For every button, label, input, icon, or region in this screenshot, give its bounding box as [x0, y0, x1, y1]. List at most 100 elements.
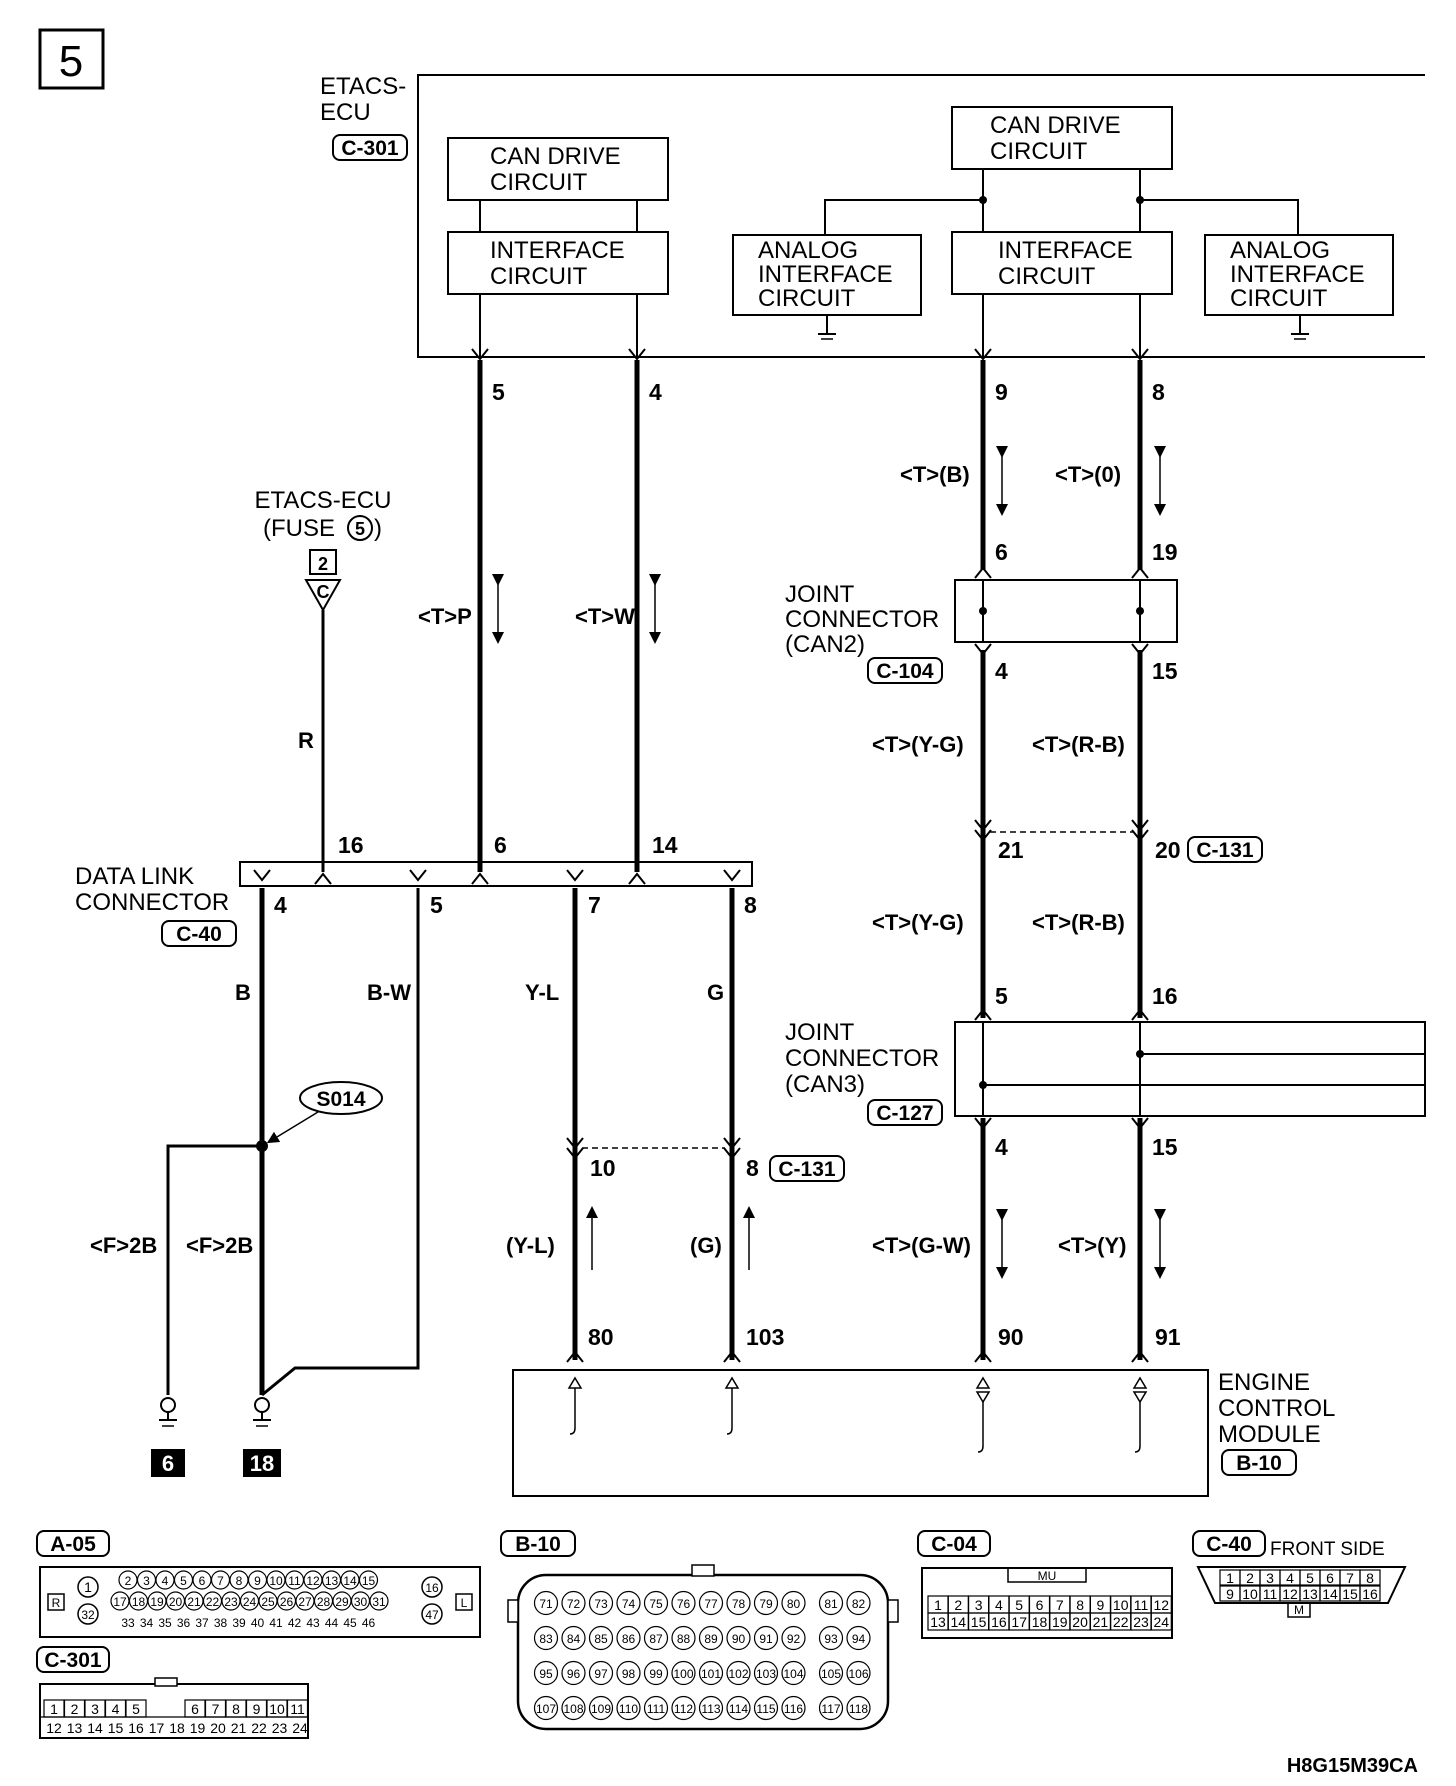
c04-pin: 18	[1032, 1614, 1048, 1630]
pin-cell	[781, 1625, 806, 1651]
c40-pin: 3	[1266, 1570, 1274, 1586]
c04-pin: 21	[1093, 1614, 1109, 1630]
view-c04-label: C-04	[931, 1533, 977, 1556]
pin-cell	[781, 1590, 806, 1616]
engine-control-module: ENGINE CONTROL MODULE B-10	[512, 1350, 1335, 1497]
a05-pin: 33	[121, 1616, 135, 1630]
b10-pin: 89	[704, 1632, 718, 1646]
can-drive-left-1: CAN DRIVE	[490, 143, 621, 170]
b10-pin: 73	[594, 1597, 608, 1611]
pin-cell	[643, 1660, 669, 1686]
c40-pin: 7	[1346, 1570, 1354, 1586]
b10-pin: 107	[536, 1702, 556, 1716]
pin-cell	[726, 1625, 751, 1651]
wire-code-g: G	[707, 980, 724, 1005]
b10-pin: 77	[704, 1597, 718, 1611]
c40-pin: 5	[1306, 1570, 1314, 1586]
b10-pin: 93	[824, 1632, 838, 1646]
wire-code-ty: <T>(Y)	[1058, 1233, 1126, 1258]
pin-cell	[671, 1590, 696, 1616]
c40-pin: 13	[1302, 1586, 1318, 1602]
page-number-box: 5	[38, 28, 105, 90]
b10-pin: 116	[784, 1702, 803, 1716]
pin-cell	[726, 1660, 751, 1686]
view-a05-pin-1: 1	[84, 1579, 92, 1595]
a05-pin: 2	[125, 1574, 132, 1588]
c301-pin: 11	[290, 1701, 305, 1717]
pin-cell	[561, 1590, 586, 1616]
interface-left-2: CIRCUIT	[490, 263, 588, 290]
b10-pin: 92	[787, 1632, 801, 1646]
b10-pin: 81	[824, 1597, 838, 1611]
pin-cell	[616, 1625, 641, 1651]
a05-pin: 20	[169, 1595, 183, 1609]
ground-label-6: 6	[162, 1451, 174, 1476]
etacs-ecu: ETACS- ECU C-301 CAN DRIVE CIRCUIT INTER…	[320, 73, 1425, 358]
b10-pin: 99	[649, 1667, 663, 1681]
interface-right-1: INTERFACE	[998, 237, 1133, 264]
pin-cell	[671, 1660, 696, 1686]
pin-cell	[726, 1590, 751, 1616]
view-b10-label: B-10	[515, 1533, 561, 1556]
pin-cell	[643, 1695, 669, 1721]
pin-cell	[1359, 1585, 1381, 1602]
pin-cell	[286, 1699, 309, 1718]
ecm-label-2: CONTROL	[1218, 1395, 1335, 1422]
pin-cell	[616, 1660, 641, 1686]
pin-cell	[533, 1695, 559, 1721]
c04-pin: 1	[934, 1597, 942, 1613]
c40-pin: 15	[1342, 1586, 1358, 1602]
jc3-label-3: (CAN3)	[785, 1071, 865, 1098]
wires	[166, 360, 1143, 1397]
jc2-label-2: CONNECTOR	[785, 606, 939, 633]
etacs-title-1: ETACS-	[320, 73, 406, 100]
b10-pin: 106	[848, 1667, 868, 1681]
b10-pin: 85	[594, 1632, 608, 1646]
pin-cell	[846, 1590, 871, 1616]
a05-pin: 12	[306, 1574, 320, 1588]
a05-pin: 40	[251, 1616, 265, 1630]
b10-pin: 103	[756, 1667, 776, 1681]
c301-pin: 20	[210, 1720, 226, 1736]
b10-pin: 88	[677, 1632, 691, 1646]
c40-pin: 16	[1362, 1586, 1378, 1602]
c04-pin: 16	[991, 1614, 1007, 1630]
pin-cell	[818, 1625, 844, 1651]
wire-code-bw: B-W	[367, 980, 411, 1005]
pin-dlc-4: 4	[274, 892, 287, 918]
c301-pin: 6	[191, 1701, 199, 1717]
wire-code-tyg-1: <T>(Y-G)	[872, 732, 964, 757]
b10-pin: 96	[567, 1667, 581, 1681]
c40-pin: 8	[1366, 1570, 1374, 1586]
pin-jc2-in-l: 6	[995, 539, 1008, 565]
view-c40-caption: FRONT SIDE	[1270, 1539, 1385, 1560]
pin-cell	[616, 1695, 641, 1721]
pin-cell	[818, 1590, 844, 1616]
splice-label: S014	[316, 1088, 365, 1111]
b10-pin: 97	[594, 1667, 608, 1681]
pin-ecm-90: 90	[998, 1324, 1024, 1350]
b10-pin: 115	[756, 1702, 775, 1716]
c301-pin: 22	[251, 1720, 267, 1736]
c04-pin: 14	[951, 1614, 967, 1630]
pin-cell	[533, 1625, 559, 1651]
a05-pin: 44	[325, 1616, 339, 1630]
jc3-connector: C-127	[876, 1102, 933, 1125]
c40-pin: 2	[1246, 1570, 1254, 1586]
c301-pin: 19	[190, 1720, 206, 1736]
c04-pin: 12	[1154, 1597, 1170, 1613]
interface-right-2: CIRCUIT	[998, 263, 1096, 290]
wire-code-b: B	[235, 980, 251, 1005]
b10-pin: 86	[622, 1632, 636, 1646]
b10-pin: 76	[677, 1597, 691, 1611]
pin-dlc-7: 7	[588, 892, 601, 918]
a05-pin: 4	[162, 1574, 169, 1588]
view-a05-mark-l: L	[461, 1596, 468, 1610]
a05-pin: 31	[372, 1595, 386, 1609]
b10-pin: 90	[732, 1632, 746, 1646]
ground-18: 18	[243, 1397, 281, 1477]
a05-pin: 22	[206, 1595, 220, 1609]
pin-cell	[561, 1660, 586, 1686]
a05-pin: 18	[132, 1595, 146, 1609]
